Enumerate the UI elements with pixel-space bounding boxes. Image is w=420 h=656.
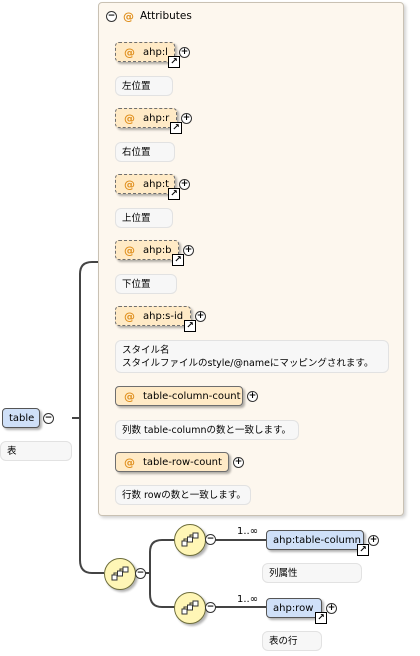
element-description: 列属性: [262, 563, 362, 583]
sequence-collapse-icon[interactable]: −: [205, 534, 216, 545]
expand-icon[interactable]: +: [326, 603, 337, 614]
attribute-at-icon: @: [124, 389, 135, 403]
root-element-box[interactable]: table: [2, 408, 40, 428]
attribute-ahp-s-id[interactable]: @ ahp:s-id: [115, 306, 191, 326]
attribute-at-icon: @: [124, 111, 135, 125]
element-name: ahp:table-column: [273, 534, 361, 546]
attribute-description: 下位置: [115, 274, 177, 294]
link-arrow-icon[interactable]: ↗: [184, 320, 196, 332]
element-ahp-table-column[interactable]: ahp:table-column: [266, 530, 364, 550]
link-arrow-icon[interactable]: ↗: [168, 188, 180, 200]
expand-icon[interactable]: +: [179, 47, 190, 58]
attribute-name: ahp:s-id: [143, 310, 184, 322]
link-arrow-icon[interactable]: ↗: [172, 254, 184, 266]
element-ahp-row[interactable]: ahp:row: [266, 598, 322, 618]
attribute-at-icon: @: [124, 243, 135, 257]
attributes-collapse-icon[interactable]: −: [106, 10, 117, 22]
occurrence-label: 1..∞: [237, 594, 259, 605]
attribute-at-icon: @: [124, 309, 135, 323]
attribute-at-icon: @: [124, 177, 135, 191]
element-description: 表の行: [262, 631, 322, 651]
expand-icon[interactable]: +: [183, 245, 194, 256]
attributes-header: − @ Attributes: [106, 8, 192, 24]
attribute-ahp-l[interactable]: @ ahp:l: [115, 42, 175, 62]
root-element-description: 表: [0, 441, 72, 461]
expand-icon[interactable]: +: [233, 457, 244, 468]
attribute-at-icon: @: [123, 9, 134, 23]
attribute-description: 行数 rowの数と一致します。: [115, 485, 251, 505]
attributes-title: Attributes: [140, 10, 192, 22]
link-arrow-icon[interactable]: ↗: [170, 122, 182, 134]
attribute-description: 左位置: [115, 76, 173, 96]
expand-icon[interactable]: +: [368, 535, 379, 546]
attribute-ahp-b[interactable]: @ ahp:b: [115, 240, 179, 260]
attribute-name: table-column-count: [143, 390, 241, 402]
attribute-name: table-row-count: [143, 456, 222, 468]
attribute-name: ahp:t: [143, 178, 170, 190]
attribute-at-icon: @: [124, 455, 135, 469]
attribute-ahp-t[interactable]: @ ahp:t: [115, 174, 175, 194]
link-arrow-icon[interactable]: ↗: [315, 612, 327, 624]
sequence-collapse-icon[interactable]: −: [205, 602, 216, 613]
attribute-description: 上位置: [115, 208, 173, 228]
sequence-compositor-icon[interactable]: [174, 524, 206, 556]
attribute-at-icon: @: [124, 45, 135, 59]
sequence-collapse-icon[interactable]: −: [135, 568, 146, 579]
root-element-label: table: [9, 412, 35, 424]
expand-icon[interactable]: +: [181, 113, 192, 124]
attribute-description: 右位置: [115, 142, 175, 162]
attribute-name: ahp:l: [143, 46, 168, 58]
expand-icon[interactable]: +: [179, 179, 190, 190]
attribute-description: 列数 table-columnの数と一致します。: [115, 420, 299, 440]
expand-icon[interactable]: +: [195, 311, 206, 322]
attribute-description: スタイル名 スタイルファイルのstyle/@nameにマッピングされます。: [115, 340, 389, 373]
link-arrow-icon[interactable]: ↗: [168, 56, 180, 68]
root-collapse-icon[interactable]: −: [43, 413, 54, 424]
sequence-compositor-icon[interactable]: [104, 558, 136, 590]
sequence-compositor-icon[interactable]: [174, 592, 206, 624]
occurrence-label: 1..∞: [237, 526, 259, 537]
attribute-name: ahp:b: [143, 244, 172, 256]
element-name: ahp:row: [273, 602, 314, 614]
attribute-table-column-count[interactable]: @ table-column-count: [115, 386, 243, 406]
expand-icon[interactable]: +: [247, 391, 258, 402]
attribute-table-row-count[interactable]: @ table-row-count: [115, 452, 229, 472]
link-arrow-icon[interactable]: ↗: [357, 544, 369, 556]
attribute-name: ahp:r: [143, 112, 170, 124]
attribute-ahp-r[interactable]: @ ahp:r: [115, 108, 177, 128]
